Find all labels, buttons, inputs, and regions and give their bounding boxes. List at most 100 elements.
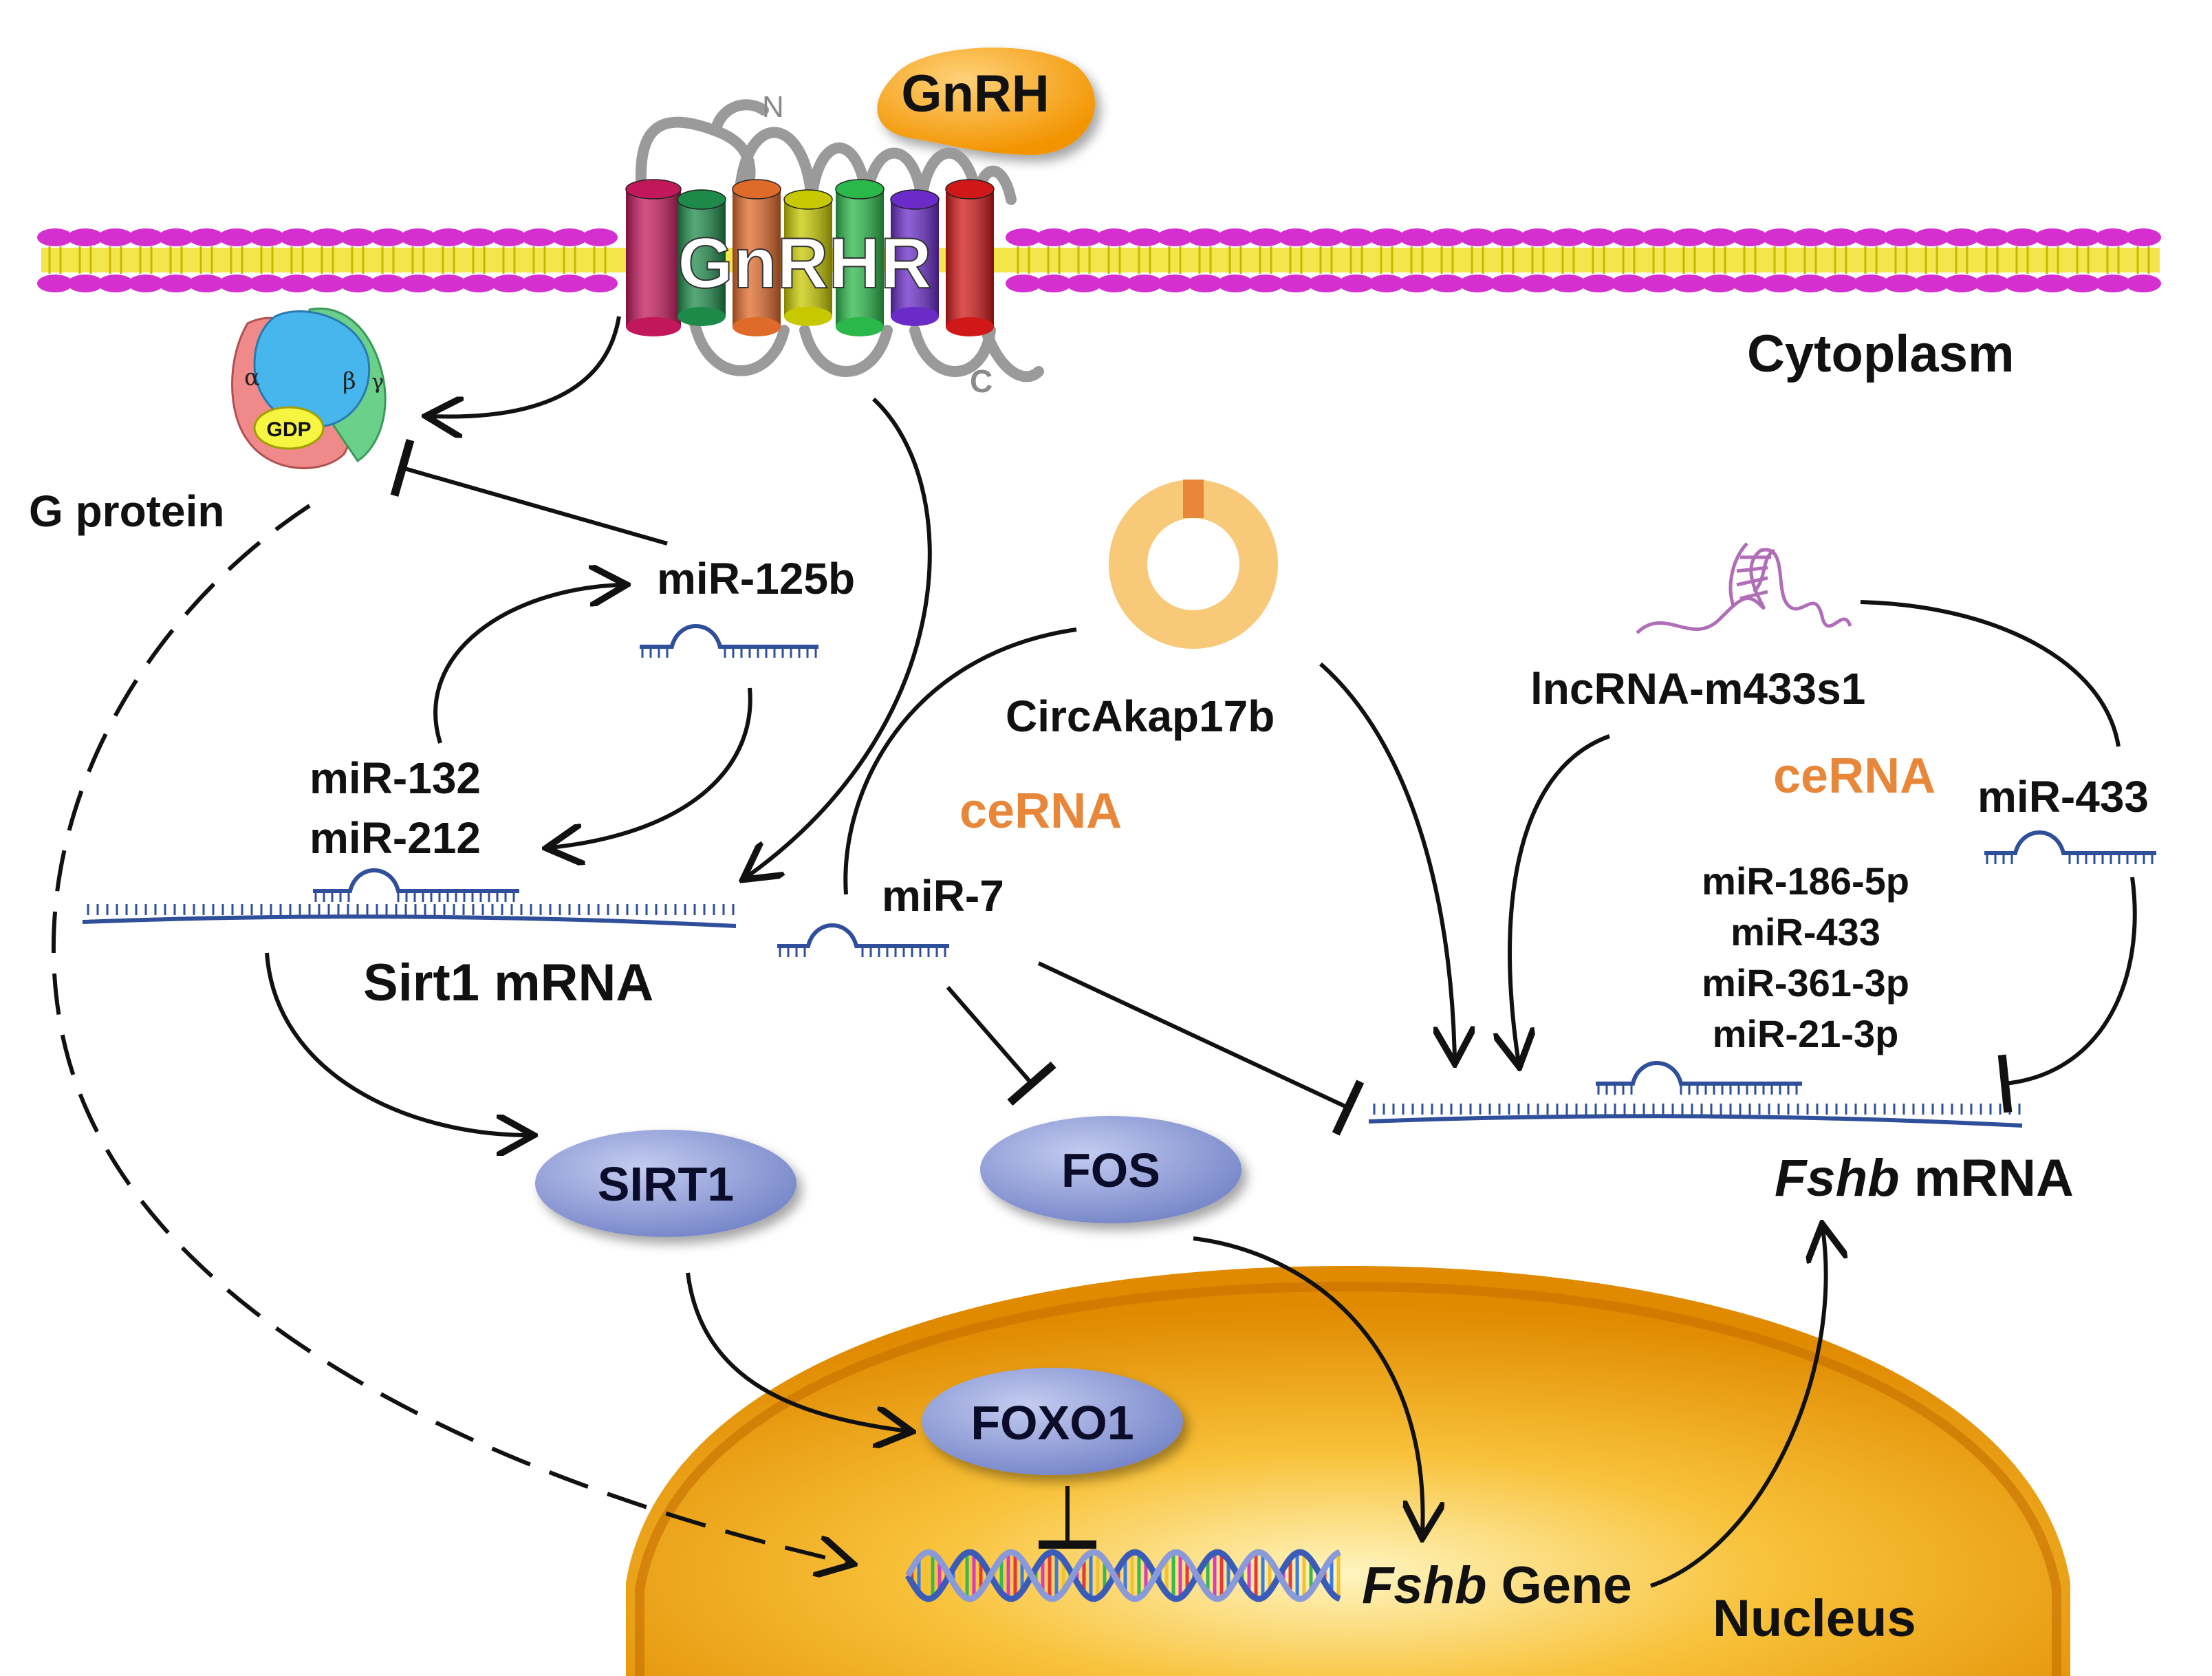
gnrh-ligand [877,47,1096,155]
lipid-head [582,228,618,246]
gnrhr-label: GnRHR [677,224,932,303]
lipid-head [340,228,376,246]
lipid-head [2095,275,2131,292]
lipid-head [1127,228,1162,246]
gnrh-label: GnRH [901,65,1049,123]
beta-subunit-label: β [343,367,356,395]
receptor-helix-bottom [946,317,994,336]
lipid-head [279,275,315,292]
receptor-helix-shade [677,200,726,316]
lipid-head [279,228,315,246]
arrow-circ-to-fshb-mrna [1319,662,1455,1060]
lipid-head [2004,275,2040,292]
arrow-gnrhr-to-sirt1-mrna [746,397,932,877]
lipid-head [1823,275,1858,292]
fshb-mrna-strand [1368,1104,2023,1128]
lipid-head [1490,228,1526,246]
lipid-head [1308,228,1344,246]
lipid-head [461,228,497,246]
lipid-head [1732,228,1768,246]
lipid-head [219,275,254,292]
receptor-helix-top [890,189,940,210]
foxo1-protein [922,1368,1183,1475]
dna-strand-b [905,1549,1341,1602]
lipid-head [1913,275,1949,292]
g-protein [231,308,387,469]
lipid-head [461,275,497,292]
lipid-head [1248,275,1283,292]
lipid-head [431,228,466,246]
lipid-head [1641,275,1677,292]
receptor-helix-bottom [891,307,939,326]
lipid-head [2035,228,2070,246]
mir-list-item: miR-21-3p [1713,1012,1899,1055]
lipid-head [1823,228,1858,246]
lipid-head [188,228,224,246]
alpha-subunit-label: α [244,364,260,391]
mir7-strand [777,923,949,957]
circakap17b-label: CircAkap17b [1006,691,1275,741]
lncrna-label: lncRNA-m433s1 [1530,664,1865,713]
lipid-head [1944,275,1980,292]
gamma-subunit-label: γ [371,370,384,394]
inhibit-mir7-fos [946,986,1056,1106]
lipid-head [1792,275,1828,292]
receptor-helix-shade [836,189,884,327]
mir7-strand-backbone [777,923,949,948]
lncrna-squiggle [1636,542,1852,634]
mir212-strand [313,868,519,902]
cerna-right-label: ceRNA [1773,749,1936,804]
circakap17b-ring [1109,480,1278,649]
mir125b-label: miR-125b [657,554,855,603]
lipid-head [1369,228,1405,246]
lipid-head [1429,275,1465,292]
lipid-head [158,228,194,246]
fshb-gene-dna [905,1549,1341,1602]
mir433-strand-backbone [1984,830,2156,855]
cell-membrane [37,228,2161,292]
lipid-head [1671,275,1707,292]
lipid-head [1157,228,1193,246]
lipid-head [1006,228,1041,246]
n-terminus-label: N [762,90,784,124]
fos-protein [980,1116,1241,1223]
lipid-head [1490,275,1526,292]
mir125b-strand [640,624,818,658]
lipid-head [2035,275,2070,292]
lipid-head [2125,275,2161,292]
lipid-head [340,275,376,292]
lipid-head [1853,275,1889,292]
receptor-helix-shade [946,189,994,327]
lipid-head [1611,275,1647,292]
lipid-head [1248,228,1283,246]
receptor-helix-top [783,189,833,210]
lipid-head [1036,275,1072,292]
lipid-head [1096,275,1132,292]
receptor-helix-shade [784,200,832,316]
arrow-lncrna-to-mir433 [1860,600,2121,747]
fshb-mir-strand [1596,1061,1802,1095]
lipid-head [1127,275,1162,292]
lipid-head [1460,275,1495,292]
fshb-gene-label: Fshb Gene [1362,1556,1632,1615]
lipid-head [1974,275,2010,292]
receptor-helix-top [732,179,781,200]
lipid-head [1883,275,1919,292]
lipid-head [1187,228,1223,246]
mir433-strand [1984,830,2156,864]
receptor-helix-shade [733,189,781,327]
lipid-head [1581,228,1616,246]
receptor-helix-top [835,179,885,200]
fshb-gene-rest: Gene [1487,1556,1632,1615]
arrow-mir125b-to-mir212 [550,687,752,848]
arrow-circ-to-mir7 [843,627,1077,895]
lipid-head [1883,228,1919,246]
arrow-gnrhr-to-gprotein [430,316,621,417]
dashed-gprotein-to-gene [51,504,849,1563]
sirt1-label: SIRT1 [598,1157,734,1211]
receptor-helix-top [625,179,682,200]
lipid-head [1520,275,1556,292]
lipid-head [1853,228,1889,246]
lipid-head [491,228,527,246]
pathway-connectors [51,316,2137,1588]
